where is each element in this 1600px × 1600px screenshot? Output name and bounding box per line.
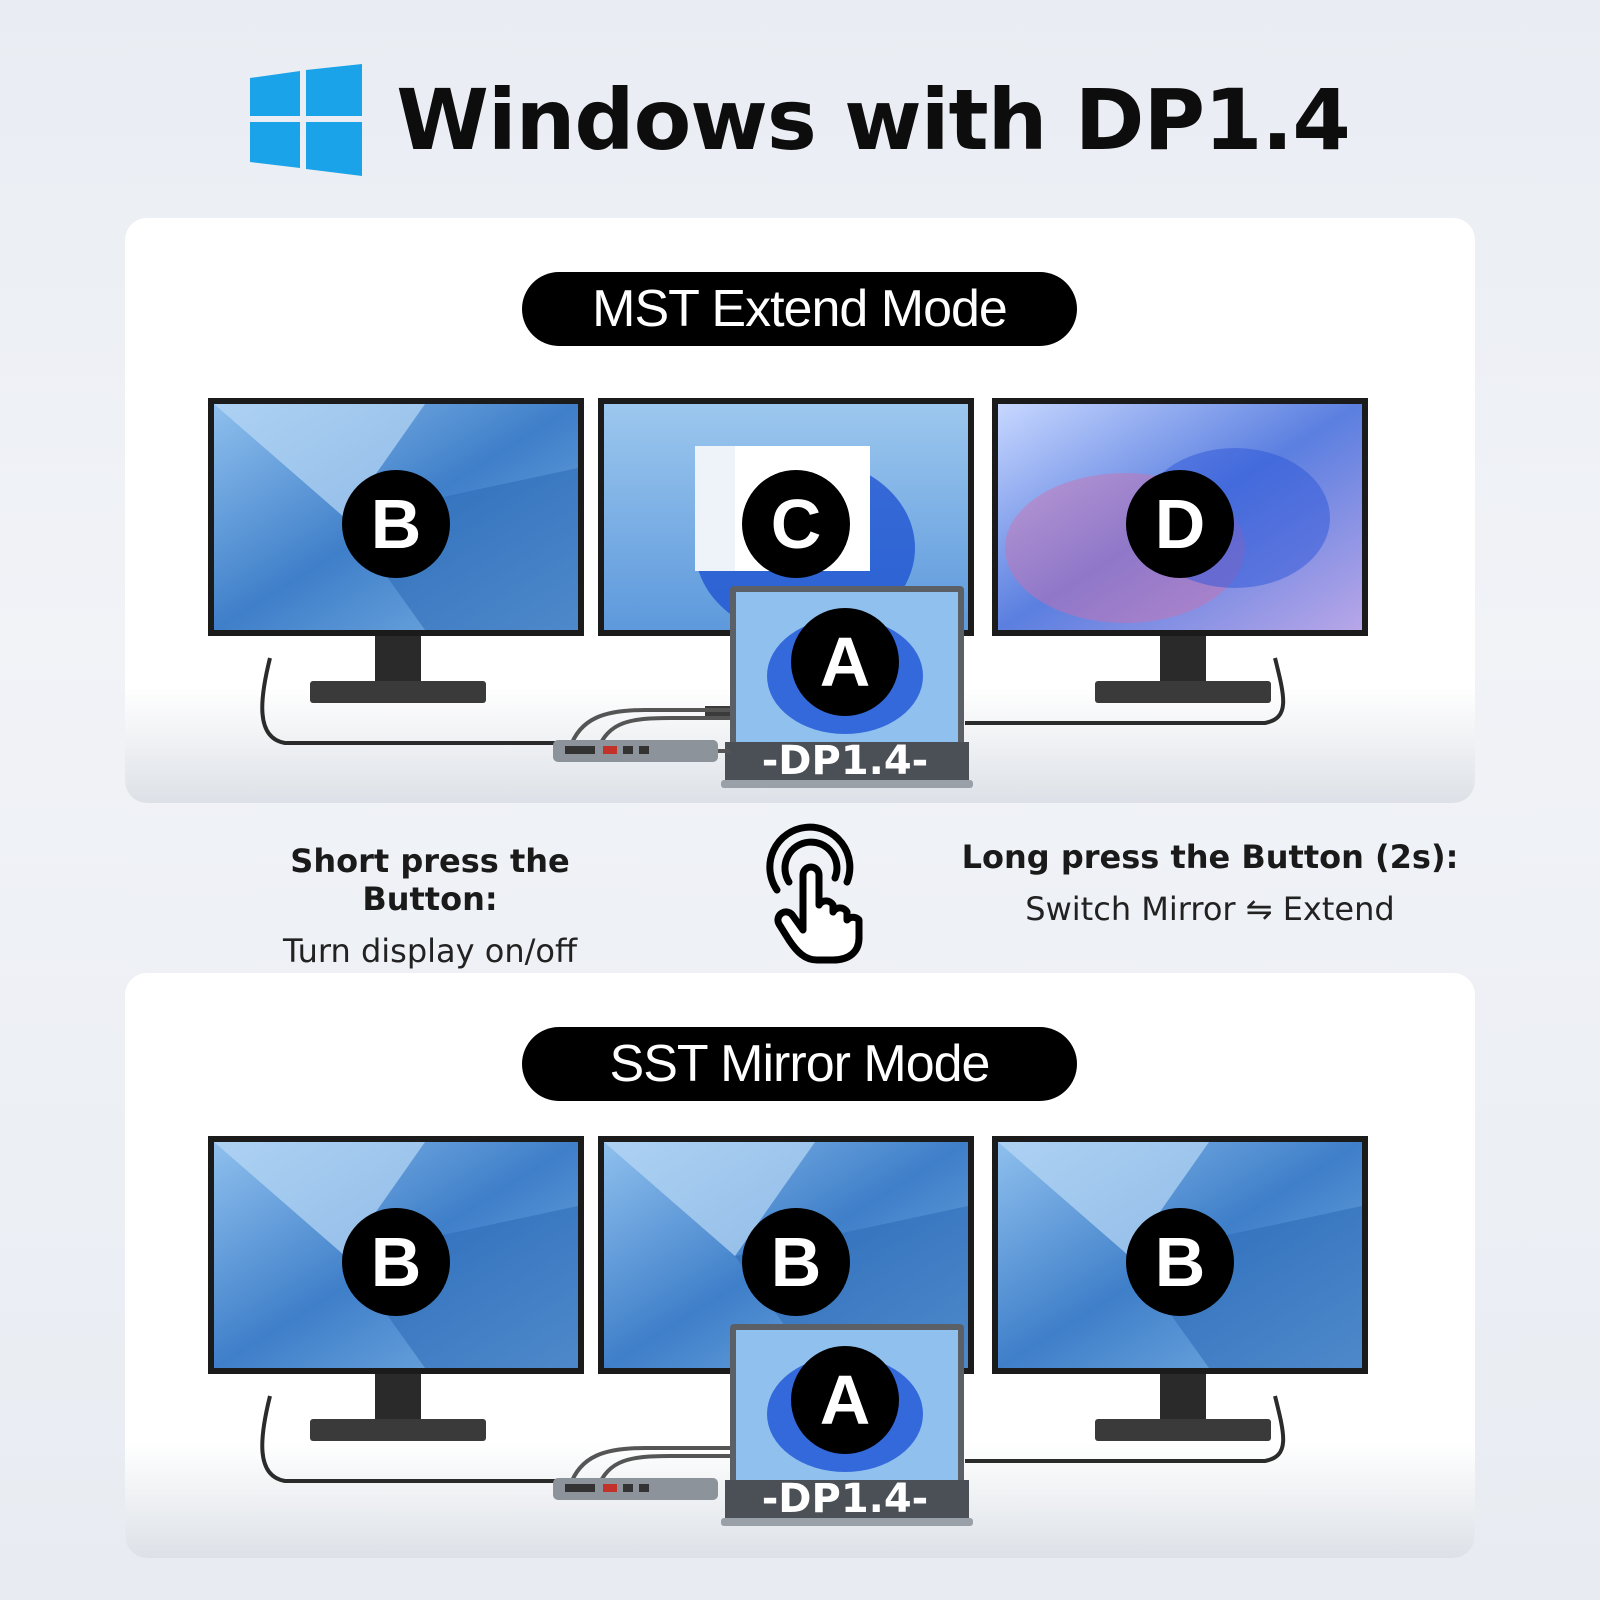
short-press-caption: Short press the Button: Turn display on/… xyxy=(220,842,640,970)
monitor-label: C xyxy=(771,485,822,563)
mirror-scene: B B B A -DP1.4- xyxy=(125,1136,1475,1558)
windows-logo-icon xyxy=(250,64,363,176)
long-press-caption: Long press the Button (2s): Switch Mirro… xyxy=(950,838,1470,928)
finger-press-icon xyxy=(766,823,863,964)
badge-b-left: B xyxy=(342,1208,450,1316)
port-label: -DP1.4- xyxy=(762,738,929,784)
badge-a: A xyxy=(791,1346,899,1454)
badge-b: B xyxy=(342,470,450,578)
long-press-title: Long press the Button (2s): xyxy=(961,838,1459,876)
badge-b-right: B xyxy=(1126,1208,1234,1316)
long-press-description: Switch Mirror ⇋ Extend xyxy=(1025,890,1395,928)
port-label: -DP1.4- xyxy=(762,1476,929,1522)
monitor-label: D xyxy=(1155,485,1206,563)
monitor-label: B xyxy=(771,1223,822,1301)
monitor-b-left xyxy=(208,1136,584,1483)
laptop-label: A xyxy=(820,623,871,701)
monitor-label: B xyxy=(371,485,422,563)
extend-scene: B C D A -DP1.4- xyxy=(125,398,1475,803)
mode-pill-mirror: SST Mirror Mode xyxy=(522,1027,1077,1101)
badge-d: D xyxy=(1126,470,1234,578)
mirror-mode-panel: B B B A -DP1.4- SST Mirror Mode xyxy=(125,973,1475,1558)
extend-mode-panel: B C D A -DP1.4- MST Extend Mode xyxy=(125,218,1475,803)
short-press-description: Turn display on/off xyxy=(282,932,578,970)
badge-c: C xyxy=(742,470,850,578)
monitor-label: B xyxy=(371,1223,422,1301)
monitor-b-right xyxy=(965,1136,1368,1463)
mode-pill-extend: MST Extend Mode xyxy=(522,272,1077,346)
usb-hub xyxy=(553,708,730,762)
header: Windows with DP1.4 xyxy=(0,60,1600,180)
monitor-label: B xyxy=(1155,1223,1206,1301)
badge-a: A xyxy=(791,608,899,716)
usb-hub xyxy=(553,1446,730,1500)
laptop-label: A xyxy=(820,1361,871,1439)
badge-b-center: B xyxy=(742,1208,850,1316)
page-title: Windows with DP1.4 xyxy=(396,71,1351,169)
short-press-title: Short press the Button: xyxy=(290,842,570,918)
